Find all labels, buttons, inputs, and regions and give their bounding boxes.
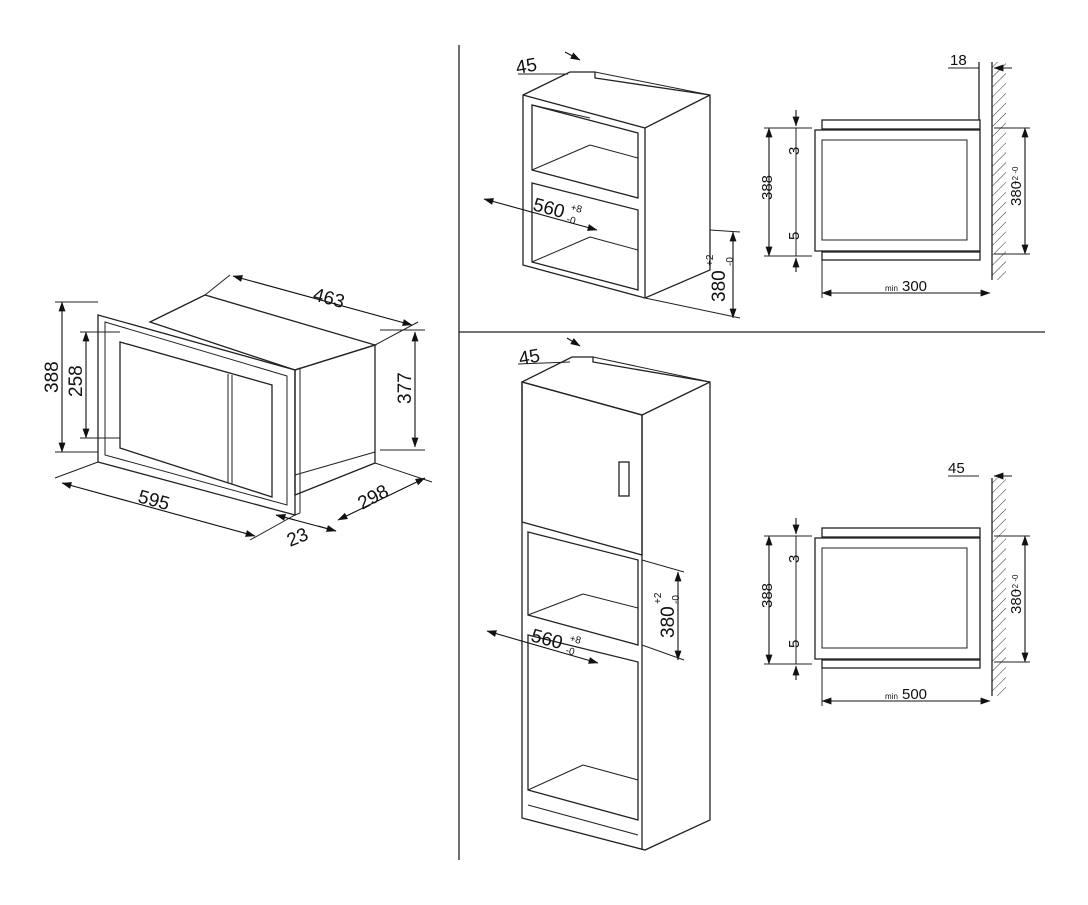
cabinet-tall-width-line [486,630,599,664]
cabinet-top-offset-label: 45 [514,55,538,79]
dim-window-height-label: 258 [66,365,87,397]
section-top-gap-label: 18 [950,52,967,69]
section-top-min-label: 300 [902,278,927,295]
dim-width-line [61,482,256,537]
svg-text:+8: +8 [568,633,582,647]
svg-text:+2 -0: +2 -0 [1011,574,1020,593]
section-bottom-gap-top-label: 3 [786,555,803,563]
svg-text:-0: -0 [564,645,576,658]
cabinet-top-height-label: 380 [709,270,730,302]
section-top-gap-bottom-label: 5 [786,232,803,240]
section-top-gap-top-label: 3 [786,147,803,155]
svg-text:-0: -0 [725,257,736,266]
section-bottom-gap-bottom-label: 5 [786,640,803,648]
section-bottom-height-label: 388 [759,583,776,608]
svg-text:+2: +2 [705,254,716,266]
dim-body-depth-line [337,477,426,521]
dim-width-label: 595 [136,487,172,515]
cabinet-tall-width-label: 560 [529,626,565,654]
svg-text:+8: +8 [569,202,583,216]
svg-text:+2 -0: +2 -0 [1011,166,1020,185]
svg-text:min: min [885,692,898,701]
svg-text:min: min [885,284,898,293]
section-top-niche-label: 380 [1008,181,1025,206]
cabinet-top-width-label: 560 [531,195,567,223]
oven-drawing [97,294,378,516]
dim-outer-height-label: 388 [42,361,63,393]
cabinet-tall-offset-label: 45 [517,346,541,370]
cabinet-top-width-line [483,198,598,231]
section-bottom-drawing [814,478,1006,696]
dim-depth-label: 463 [311,285,347,313]
section-top-drawing [814,62,1006,280]
cabinet-tall-height-label: 380 [658,606,679,638]
dim-frame-offset-label: 23 [284,524,311,551]
section-top-height-label: 388 [759,175,776,200]
svg-text:-0: -0 [671,595,682,604]
svg-text:-0: -0 [565,214,577,227]
section-bottom-niche-label: 380 [1008,589,1025,614]
cabinet-tall-drawing [521,356,711,851]
section-bottom-min-label: 500 [902,686,927,703]
svg-text:+2: +2 [653,592,664,604]
dim-depth-line [232,275,413,326]
section-bottom-gap-label: 45 [948,460,965,477]
dim-body-height-label: 377 [395,372,416,404]
cabinet-top-drawing [522,71,711,299]
